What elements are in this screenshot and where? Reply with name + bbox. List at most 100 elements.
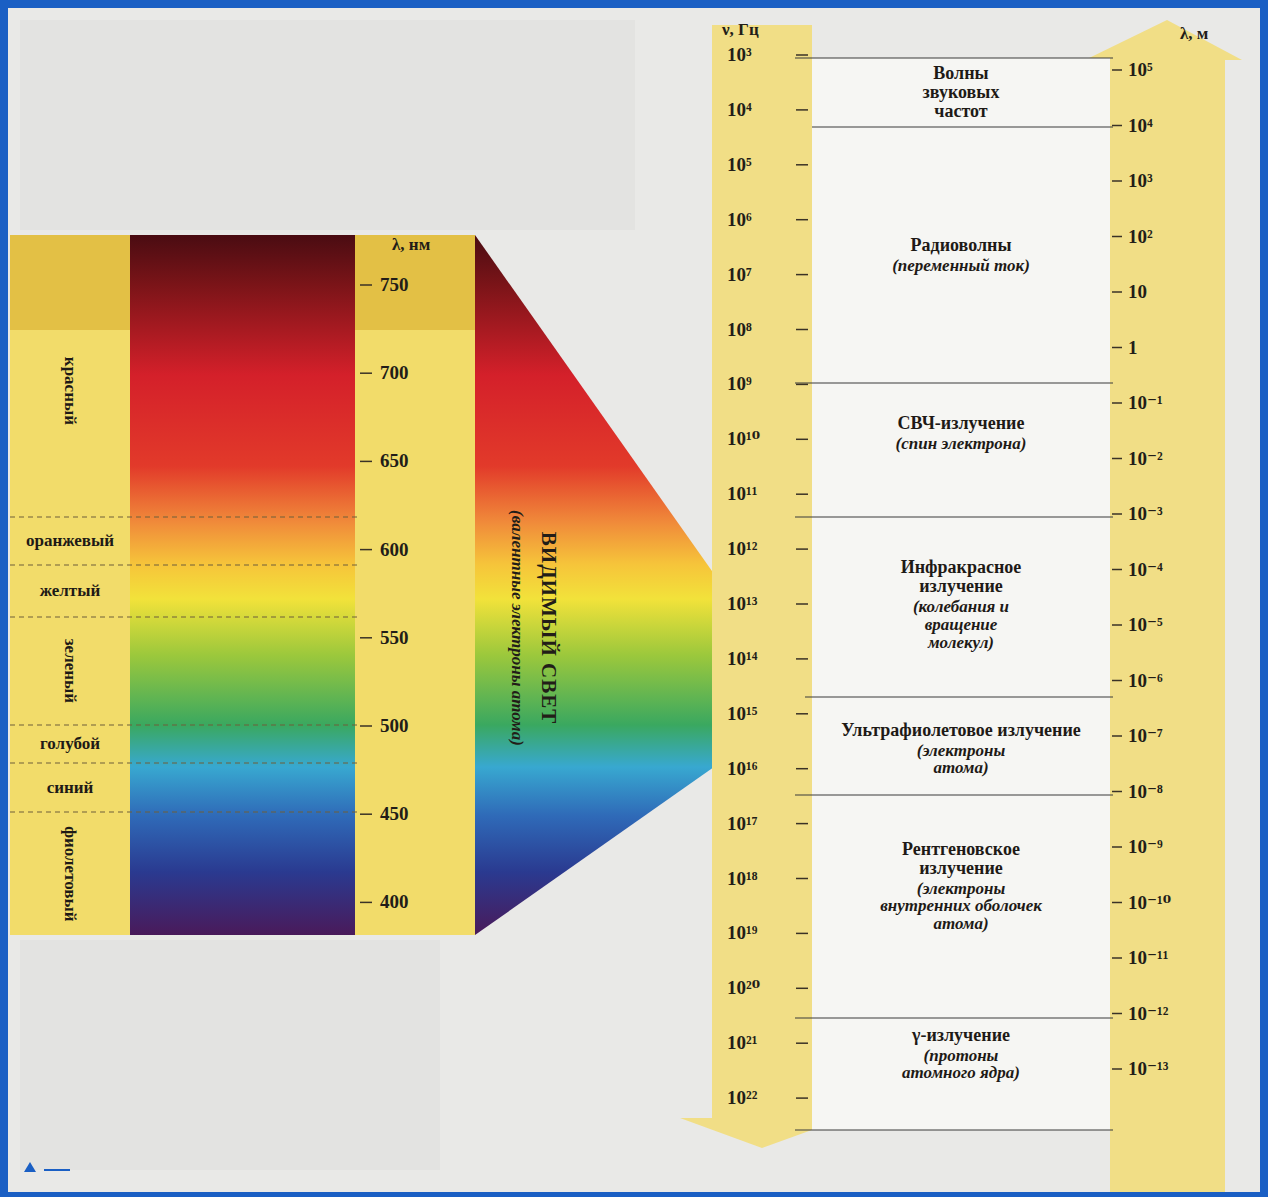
axis-tick xyxy=(1112,791,1122,793)
wavelength-value: 1 xyxy=(1128,337,1138,358)
wavelength-value: 10⁻⁸ xyxy=(1128,781,1163,802)
color-band: голубой xyxy=(10,725,130,763)
color-band: оранжевый xyxy=(10,517,130,565)
band-note: (электроны внутренних оболочек атома) xyxy=(876,880,1046,934)
axis-tick xyxy=(1112,69,1122,71)
axis-tick xyxy=(796,603,808,605)
frequency-value: 10²² xyxy=(727,1088,757,1109)
axis-title: λ, м xyxy=(1180,25,1208,44)
color-name: синий xyxy=(47,779,94,797)
color-band: желтый xyxy=(10,565,130,617)
axis-tick xyxy=(796,164,808,166)
wavelength-arrowhead xyxy=(1085,20,1242,60)
scale-value: 450 xyxy=(380,804,409,825)
wavelength-value: 10⁻¹² xyxy=(1128,1003,1168,1024)
frequency-value: 10²¹ xyxy=(727,1033,757,1054)
axis-tick xyxy=(1112,624,1122,626)
frequency-value: 10¹² xyxy=(727,539,757,560)
spectrum-bar xyxy=(130,235,355,935)
axis-tick xyxy=(1112,513,1122,515)
axis-tick xyxy=(796,768,808,770)
axis-tick xyxy=(796,713,808,715)
paper-panel xyxy=(20,940,440,1170)
scale-value: 500 xyxy=(380,716,409,737)
scale-value: 750 xyxy=(380,275,409,296)
label-column xyxy=(10,235,130,935)
wavelength-arrow xyxy=(1110,58,1225,1192)
axis-title: ν, Гц xyxy=(722,21,759,40)
frequency-value: 10⁸ xyxy=(727,319,752,340)
frequency-value: 10¹⁹ xyxy=(727,923,757,944)
frequency-value: 10¹³ xyxy=(727,594,757,615)
axis-tick xyxy=(796,54,808,56)
axis-tick xyxy=(360,902,372,904)
region-title: ВИДИМЫЙ СВЕТ xyxy=(536,532,559,724)
color-name: фиолетовый xyxy=(61,826,79,921)
axis-tick xyxy=(796,1042,808,1044)
axis-tick xyxy=(796,439,808,441)
column-top-band xyxy=(10,235,130,330)
axis-tick xyxy=(1112,291,1122,293)
region-note: (валентные электроны атома) xyxy=(508,510,527,746)
frequency-value: 10³ xyxy=(727,45,752,66)
wavelength-value: 10² xyxy=(1128,226,1153,247)
axis-tick xyxy=(1112,846,1122,848)
axis-tick xyxy=(360,725,372,727)
axis-tick xyxy=(796,493,808,495)
axis-tick xyxy=(796,384,808,386)
wavelength-value: 10⁻⁷ xyxy=(1128,726,1163,747)
axis-ticks xyxy=(360,55,1122,1098)
band-note: (колебания и вращение молекул) xyxy=(899,598,1024,652)
band-title: СВЧ-излучение xyxy=(898,414,1025,433)
wavelength-value: 10⁻⁵ xyxy=(1128,615,1163,636)
axis-tick xyxy=(796,988,808,990)
axis-tick xyxy=(1112,680,1122,682)
band-boundaries xyxy=(795,58,1113,1130)
frequency-value: 10⁴ xyxy=(727,99,752,120)
color-band: красный xyxy=(10,235,130,517)
axis-tick xyxy=(360,549,372,551)
frequency-value: 10¹¹ xyxy=(727,484,757,505)
axis-tick xyxy=(360,637,372,639)
axis-tick xyxy=(1112,347,1122,349)
band-note: (спин электрона) xyxy=(896,435,1027,453)
axis-tick xyxy=(1112,569,1122,571)
frequency-value: 10²⁰ xyxy=(727,978,760,999)
axis-tick xyxy=(796,933,808,935)
color-name: желтый xyxy=(40,582,101,600)
frequency-arrow xyxy=(712,25,812,1120)
axis-tick xyxy=(360,284,372,286)
wavelength-value: 10⁻¹ xyxy=(1128,393,1163,414)
axis-tick xyxy=(796,548,808,550)
corner-mark xyxy=(44,1169,70,1171)
wavelength-value: 10⁻¹³ xyxy=(1128,1059,1168,1080)
axis-tick xyxy=(1112,902,1122,904)
scale-column xyxy=(355,235,475,935)
band-title: Инфракрасное излучение xyxy=(866,558,1056,596)
band-note: (переменный ток) xyxy=(892,257,1030,275)
axis-tick xyxy=(1112,180,1122,182)
band-note: (протоны атомного ядра) xyxy=(889,1047,1034,1083)
wavelength-value: 10⁻³ xyxy=(1128,504,1163,525)
axis-tick xyxy=(796,878,808,880)
color-name: красный xyxy=(61,357,79,425)
wavelength-value: 10⁻⁹ xyxy=(1128,837,1163,858)
band-title: Рентгеновское излучение xyxy=(866,840,1056,878)
scale-value: 700 xyxy=(380,363,409,384)
axis-tick xyxy=(796,329,808,331)
frequency-value: 10¹⁷ xyxy=(727,813,757,834)
frequency-value: 10⁹ xyxy=(727,374,752,395)
spectrum-band: Волны звуковых частот xyxy=(812,58,1110,127)
frequency-value: 10⁵ xyxy=(727,154,752,175)
axis-tick xyxy=(1112,458,1122,460)
band-title: Ультрафиолетовое излучение xyxy=(841,721,1081,740)
frequency-value: 10¹⁵ xyxy=(727,703,757,724)
frequency-value: 10¹⁶ xyxy=(727,758,757,779)
axis-tick xyxy=(1112,125,1122,127)
spectrum-band: СВЧ-излучение (спин электрона) xyxy=(812,383,1110,517)
color-band: фиолетовый xyxy=(10,812,130,935)
color-band: синий xyxy=(10,763,130,812)
